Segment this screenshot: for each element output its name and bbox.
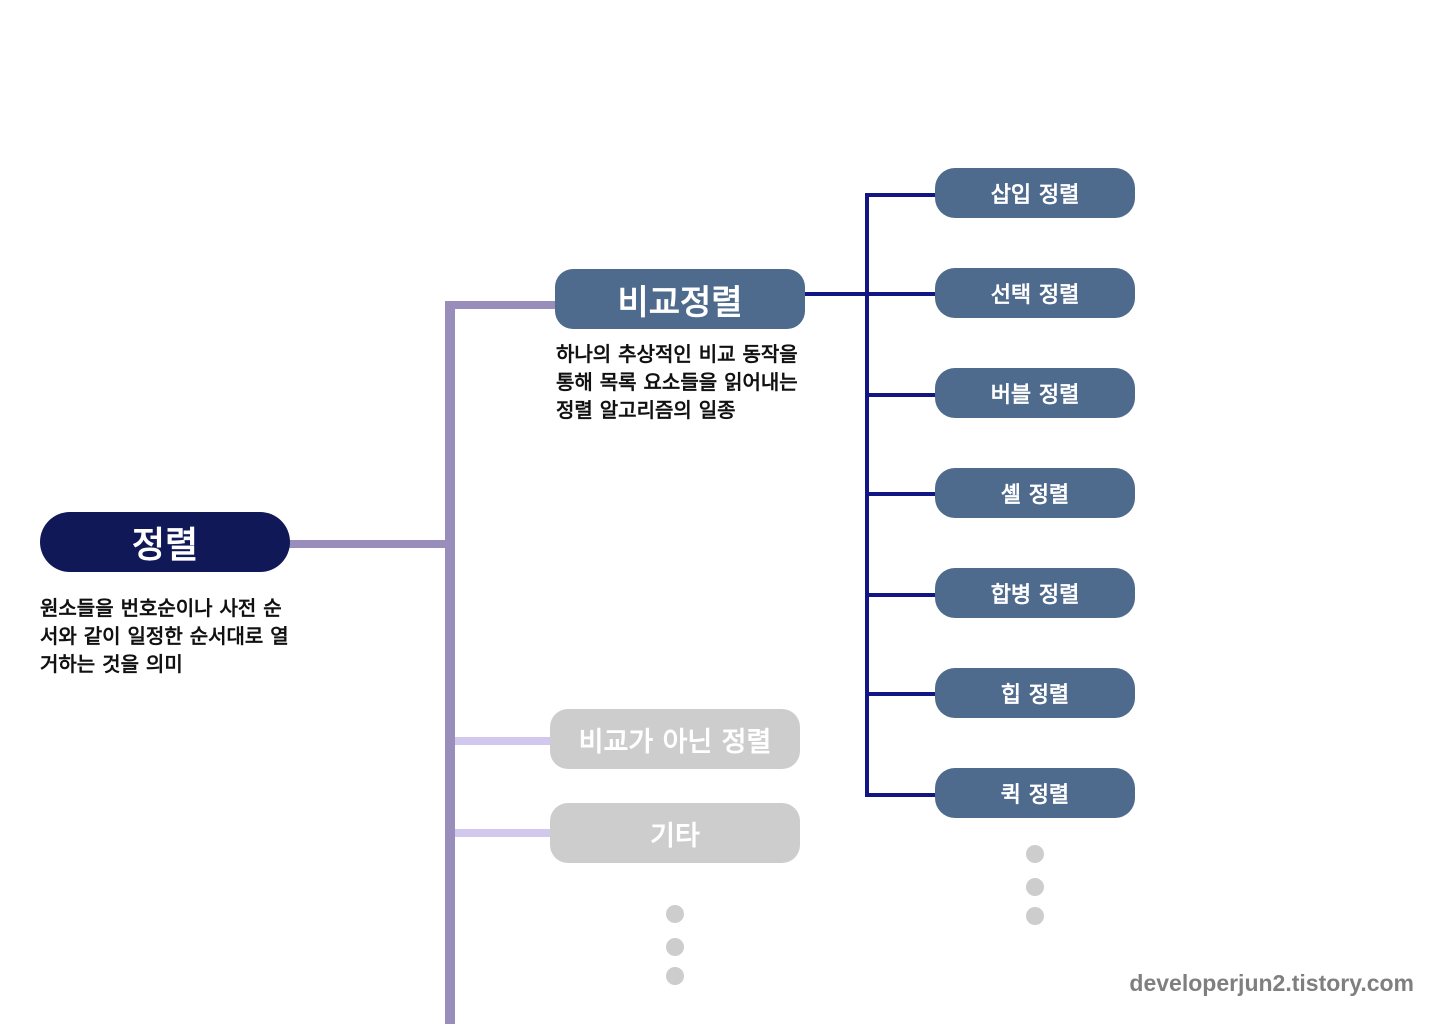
- merge-sort-node: 합병 정렬: [935, 568, 1135, 618]
- root-node: 정렬: [40, 512, 290, 572]
- comparison-sort-description: 하나의 추상적인 비교 동작을 통해 목록 요소들을 읽어내는 정렬 알고리즘의…: [556, 342, 798, 422]
- comparison-branch-stub: [803, 292, 869, 296]
- main-ellipsis-dot: [666, 938, 684, 956]
- main-ellipsis-dot: [666, 905, 684, 923]
- heap-sort-node: 힙 정렬: [935, 668, 1135, 718]
- other-connector: [455, 829, 553, 837]
- main-trunk: [445, 301, 455, 1024]
- watermark: developerjun2.tistory.com: [1129, 970, 1414, 996]
- branch-to-quick-sort: [865, 793, 937, 797]
- non-comparison-sort-node: 비교가 아닌 정렬: [550, 709, 800, 769]
- branch-to-selection-sort: [865, 292, 937, 296]
- quick-sort-node: 퀵 정렬: [935, 768, 1135, 818]
- merge-sort-label: 합병 정렬: [990, 583, 1080, 608]
- selection-sort-node: 선택 정렬: [935, 268, 1135, 318]
- branch-to-heap-sort: [865, 692, 937, 696]
- quick-sort-label: 퀵 정렬: [1000, 783, 1070, 808]
- selection-sort-label: 선택 정렬: [990, 283, 1080, 308]
- root-connector: [288, 540, 448, 548]
- heap-sort-label: 힙 정렬: [1000, 683, 1070, 708]
- other-label: 기타: [650, 820, 700, 852]
- other-node: 기타: [550, 803, 800, 863]
- insertion-sort-node: 삽입 정렬: [935, 168, 1135, 218]
- root-description: 원소들을 번호순이나 사전 순서와 같이 일정한 순서대로 열거하는 것을 의미: [40, 596, 289, 676]
- insertion-sort-label: 삽입 정렬: [990, 183, 1080, 208]
- branch-to-insertion-sort: [865, 193, 937, 197]
- comparison-sort-label: 비교정렬: [617, 282, 743, 323]
- root-node-label: 정렬: [131, 525, 199, 566]
- non-comparison-sort-label: 비교가 아닌 정렬: [578, 726, 772, 758]
- comparison-sort-node: 비교정렬: [555, 269, 805, 329]
- comparison-ellipsis-dot: [1026, 878, 1044, 896]
- main-ellipsis-dot: [666, 967, 684, 985]
- bubble-sort-node: 버블 정렬: [935, 368, 1135, 418]
- branch-to-shell-sort: [865, 492, 937, 496]
- shell-sort-label: 셸 정렬: [1000, 483, 1070, 508]
- shell-sort-node: 셸 정렬: [935, 468, 1135, 518]
- comparison-ellipsis-dot: [1026, 845, 1044, 863]
- bubble-sort-label: 버블 정렬: [990, 383, 1080, 408]
- branch-to-merge-sort: [865, 593, 937, 597]
- comparison-sort-connector: [450, 301, 558, 309]
- branch-to-bubble-sort: [865, 393, 937, 397]
- comparison-ellipsis-dot: [1026, 907, 1044, 925]
- non-comparison-sort-connector: [455, 737, 553, 745]
